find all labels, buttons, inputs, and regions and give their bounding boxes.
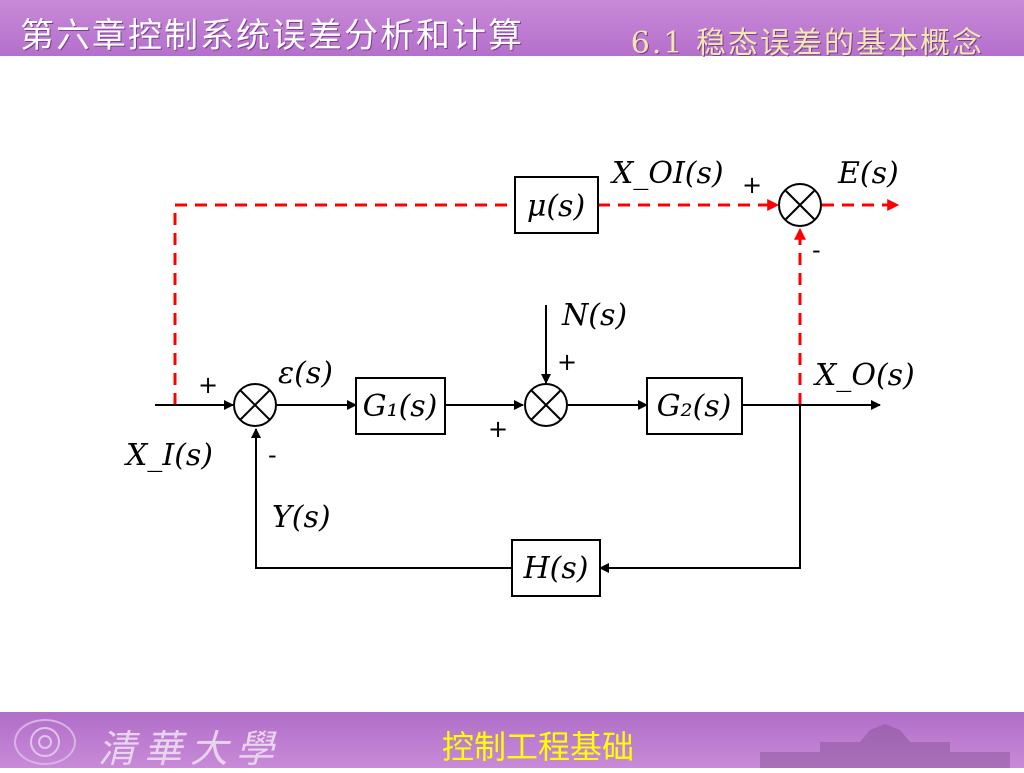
block-g2: G₂(s)	[646, 377, 743, 435]
sign-input-plus: +	[198, 371, 218, 399]
signal-xi-label: X_I(s)	[124, 438, 213, 473]
block-h: H(s)	[511, 539, 601, 597]
signal-xo-label: X_O(s)	[813, 358, 915, 393]
summing-junction-error	[778, 183, 822, 227]
block-mu-label: μ(s)	[527, 189, 585, 224]
sign-forward-plus: +	[488, 415, 508, 443]
sign-error-plus: +	[742, 171, 762, 199]
title-bar: 第六章控制系统误差分析和计算 6.1 稳态误差的基本概念	[0, 0, 1024, 61]
building-watermark-icon	[760, 724, 1010, 768]
signal-n-label: N(s)	[561, 298, 627, 333]
block-h-label: H(s)	[523, 551, 589, 586]
university-emblem-icon	[14, 719, 76, 765]
signal-e-label: E(s)	[837, 156, 899, 191]
solid-forward-path	[155, 305, 881, 573]
university-name: 清華大學	[98, 727, 283, 771]
sign-disturbance-plus: +	[557, 348, 577, 376]
summing-junction-input	[233, 383, 277, 427]
signal-y-label: Y(s)	[272, 500, 331, 535]
signal-xoi-label: X_OI(s)	[610, 156, 724, 191]
course-title: 控制工程基础	[442, 728, 635, 766]
sign-feedback-minus: -	[268, 441, 277, 469]
block-g2-label: G₂(s)	[657, 389, 732, 424]
block-g1: G₁(s)	[355, 377, 446, 435]
section-title: 6.1 稳态误差的基本概念	[630, 26, 984, 61]
summing-junction-disturbance	[524, 383, 568, 427]
dashed-reference-path	[173, 199, 900, 405]
signal-eps-label: ε(s)	[278, 356, 333, 391]
sign-error-minus: -	[812, 236, 821, 264]
chapter-title: 第六章控制系统误差分析和计算	[20, 16, 524, 56]
block-g1-label: G₁(s)	[363, 389, 438, 424]
footer-bar: 清華大學 控制工程基础	[0, 712, 1024, 771]
block-mu: μ(s)	[514, 176, 599, 234]
